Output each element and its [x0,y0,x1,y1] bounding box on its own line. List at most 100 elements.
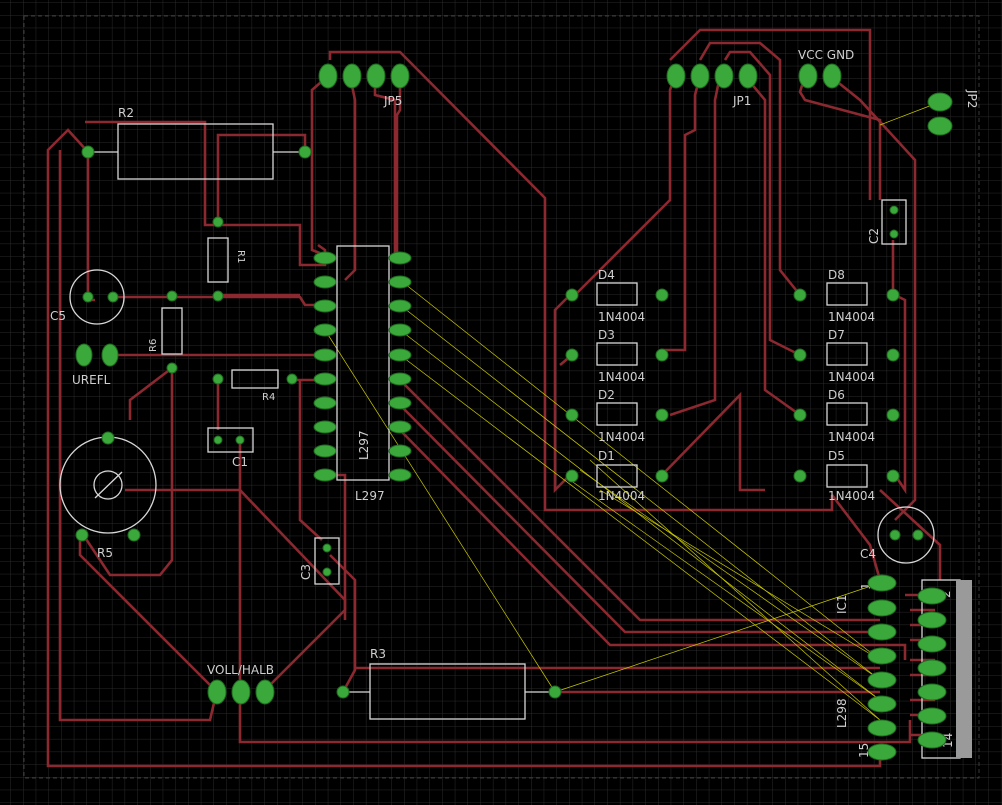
l297-pin[interactable] [388,444,412,458]
capacitor-c5[interactable]: C5 [50,269,125,325]
diode-d2[interactable]: D2 1N4004 [565,388,669,444]
jp5-pad-2[interactable] [342,63,362,89]
resistor-r6[interactable]: R6 [148,290,183,374]
l298-pin[interactable] [917,683,947,701]
voll-halb-pad-1[interactable] [207,679,227,705]
diode-d4[interactable]: D4 1N4004 [565,268,669,324]
vcc-pad[interactable] [798,63,818,89]
d7-pad-2[interactable] [886,348,900,362]
d8-pad-1[interactable] [793,288,807,302]
l297-pin[interactable] [313,251,337,265]
c2-pad-1[interactable] [889,205,899,215]
d4-pad-2[interactable] [655,288,669,302]
c4-pad-2[interactable] [912,529,924,541]
ic-l298[interactable]: IC1 L298 1 15 2 14 [835,574,972,761]
l297-pin[interactable] [388,251,412,265]
diode-d7[interactable]: D7 1N4004 [793,328,900,384]
l297-pin[interactable] [313,444,337,458]
d2-pad-2[interactable] [655,408,669,422]
capacitor-c1[interactable]: C1 [207,427,254,469]
d6-pad-1[interactable] [793,408,807,422]
jp2-pad-1[interactable] [927,92,953,112]
r3-pad-1[interactable] [336,685,350,699]
r4-pad-1[interactable] [212,373,224,385]
c1-pad-1[interactable] [213,435,223,445]
d2-pad-1[interactable] [565,408,579,422]
d5-pad-1[interactable] [793,469,807,483]
potentiometer-r5[interactable]: R5 [59,431,157,560]
l297-pin[interactable] [388,468,412,482]
header-jp1[interactable]: JP1 [666,63,758,108]
l297-pin[interactable] [313,323,337,337]
l297-pin[interactable] [313,468,337,482]
jp5-pad-3[interactable] [366,63,386,89]
r2-pad-2[interactable] [298,145,312,159]
r2-pad-1[interactable] [81,145,95,159]
header-jp5[interactable]: JP5 [318,63,410,108]
c5-pad-1[interactable] [82,291,94,303]
urefl-pad-1[interactable] [75,343,93,367]
r5-pad-3[interactable] [127,528,141,542]
resistor-r3[interactable]: R3 [336,647,562,720]
l298-pin[interactable] [917,707,947,725]
diode-d6[interactable]: D6 1N4004 [793,388,900,444]
header-jp2[interactable]: JP2 [927,89,979,136]
jp1-pad-1[interactable] [666,63,686,89]
l298-pin[interactable] [867,719,897,737]
l297-pin[interactable] [313,275,337,289]
diode-d3[interactable]: D3 1N4004 [565,328,669,384]
r6-pad-1[interactable] [166,290,178,302]
l297-pin[interactable] [313,420,337,434]
d4-pad-1[interactable] [565,288,579,302]
l297-pin[interactable] [388,275,412,289]
l298-pin[interactable] [867,623,897,641]
l298-pin[interactable] [867,695,897,713]
diode-d1[interactable]: D1 1N4004 [565,449,669,503]
l297-pin[interactable] [313,299,337,313]
resistor-r2[interactable]: R2 [81,106,312,180]
jp1-pad-4[interactable] [738,63,758,89]
d3-pad-2[interactable] [655,348,669,362]
r5-pad-1[interactable] [101,431,115,445]
l297-pin[interactable] [313,348,337,362]
header-vcc-gnd[interactable]: VCC GND [798,48,854,89]
d6-pad-2[interactable] [886,408,900,422]
l297-pin[interactable] [388,299,412,313]
l298-pin[interactable] [917,635,947,653]
d1-pad-2[interactable] [655,469,669,483]
voll-halb-pad-2[interactable] [231,679,251,705]
l297-pin[interactable] [388,348,412,362]
jp2-pad-2[interactable] [927,116,953,136]
l298-pin[interactable] [867,743,897,761]
l298-pin[interactable] [917,611,947,629]
c5-pad-2[interactable] [107,291,119,303]
jp1-pad-2[interactable] [690,63,710,89]
l298-pin[interactable] [867,647,897,665]
l298-pin[interactable] [867,671,897,689]
c3-pad-1[interactable] [322,543,332,553]
l297-pin[interactable] [313,372,337,386]
l298-pin[interactable] [917,659,947,677]
diode-d5[interactable]: D5 1N4004 [793,449,900,503]
jp5-pad-4[interactable] [390,63,410,89]
r6-pad-2[interactable] [166,362,178,374]
header-voll-halb[interactable]: VOLL/HALB [207,663,275,705]
header-urefl[interactable]: UREFL [72,343,119,387]
d3-pad-1[interactable] [565,348,579,362]
d7-pad-1[interactable] [793,348,807,362]
r3-pad-2[interactable] [548,685,562,699]
c2-pad-2[interactable] [889,229,899,239]
l297-pin[interactable] [388,372,412,386]
l297-pin[interactable] [388,420,412,434]
jp5-pad-1[interactable] [318,63,338,89]
r1-pad-2[interactable] [212,290,224,302]
l298-pin[interactable] [917,587,947,605]
ic-l297[interactable]: L297 L297 [313,245,412,503]
capacitor-c3[interactable]: C3 [299,537,340,585]
resistor-r1[interactable]: R1 [207,216,246,302]
capacitor-c4[interactable]: C4 [860,506,935,564]
d5-pad-2[interactable] [886,469,900,483]
l297-pin[interactable] [388,323,412,337]
c3-pad-2[interactable] [322,567,332,577]
gnd-pad[interactable] [822,63,842,89]
